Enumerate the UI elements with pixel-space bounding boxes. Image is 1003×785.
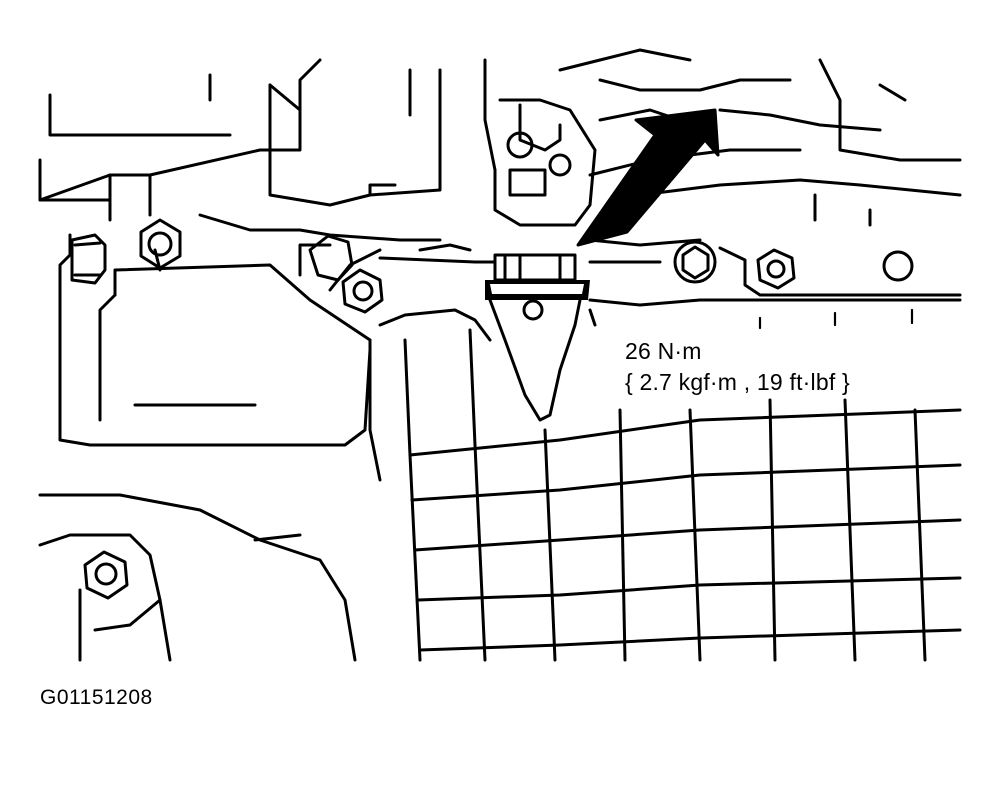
lower-housing [38,493,357,662]
mounting-nut-1 [139,218,182,270]
mounting-nut-3 [341,268,384,314]
side-bolt-4 [70,233,107,285]
torque-conversion: { 2.7 kgf·m , 19 ft·lbf } [625,369,850,395]
torque-value: 26 N·m [625,338,702,364]
oil-pan-left-section [58,233,382,482]
mounting-hole [882,250,914,282]
indicator-arrow [576,108,720,247]
pan-flange [378,246,962,330]
lower-mounting-nut [83,550,129,600]
engine-block-outline [38,48,962,252]
mounting-nut-6 [756,248,796,290]
pan-grid-pattern [403,328,962,662]
mounting-bolt-2 [308,234,354,282]
drain-spout [378,298,597,422]
mounting-bolt-5 [673,240,717,284]
figure-code: G01151208 [40,686,153,709]
drain-plug-bolt [485,253,590,300]
torque-specification-label: 26 N·m { 2.7 kgf·m , 19 ft·lbf } [625,336,850,398]
